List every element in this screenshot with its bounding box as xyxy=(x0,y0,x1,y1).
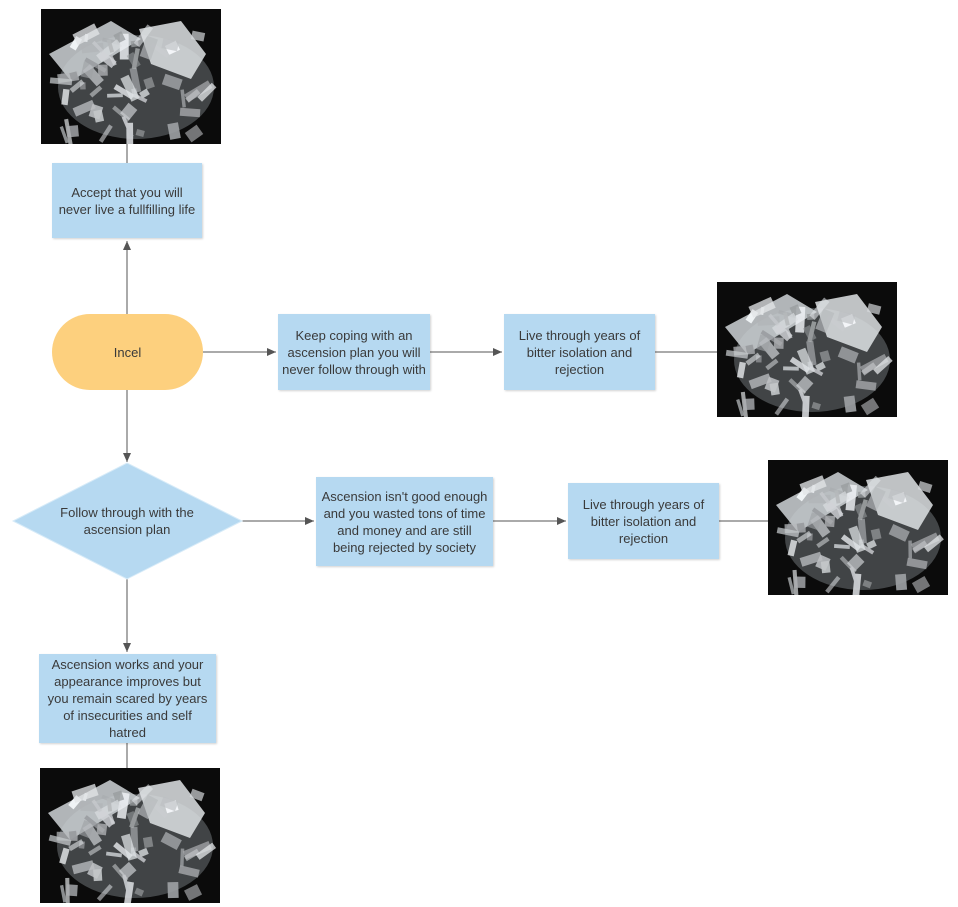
accept-node[interactable]: Accept that you will never live a fullfi… xyxy=(52,163,202,238)
crystal-photo-right-2 xyxy=(768,460,948,595)
decision-node-label: Follow through with the ascension plan xyxy=(60,490,194,552)
decision-node-text: Follow through with the ascension plan xyxy=(60,505,194,537)
isolation-node-2-label: Live through years of bitter isolation a… xyxy=(582,496,705,546)
not-good-enough-node-label: Ascension isn't good enough and you wast… xyxy=(321,488,488,555)
crystal-photo-top xyxy=(41,9,221,144)
crystal-photo-bottom xyxy=(40,768,220,903)
start-node-label: Incel xyxy=(113,344,142,360)
keep-coping-node[interactable]: Keep coping with an ascension plan you w… xyxy=(278,314,430,390)
isolation-node-1-label: Live through years of bitter isolation a… xyxy=(518,327,641,377)
decision-diamond[interactable] xyxy=(11,462,244,580)
crystal-photo-right-1 xyxy=(717,282,897,417)
works-node[interactable]: Ascension works and your appearance impr… xyxy=(39,654,216,743)
not-good-enough-node[interactable]: Ascension isn't good enough and you wast… xyxy=(316,477,493,566)
works-node-label: Ascension works and your appearance impr… xyxy=(47,657,208,740)
isolation-node-1[interactable]: Live through years of bitter isolation a… xyxy=(504,314,655,390)
start-node[interactable]: Incel xyxy=(52,314,203,390)
isolation-node-2[interactable]: Live through years of bitter isolation a… xyxy=(568,483,719,559)
accept-node-label: Accept that you will never live a fullfi… xyxy=(58,184,196,217)
keep-coping-node-label: Keep coping with an ascension plan you w… xyxy=(282,327,426,377)
